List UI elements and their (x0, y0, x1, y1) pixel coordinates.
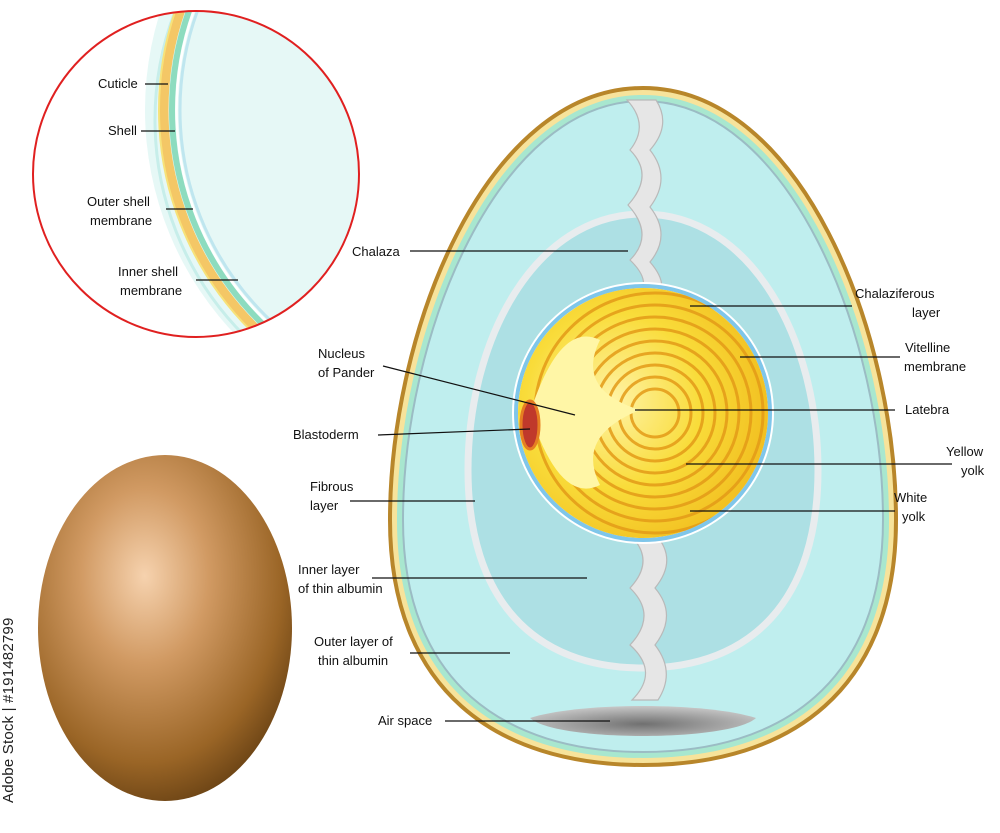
shell-detail-cuticle (158, 11, 359, 337)
air-space (530, 706, 756, 736)
label-chalaziferous-1: Chalaziferous (855, 286, 935, 301)
label-inner-shell-membrane-1: Inner shell (118, 264, 178, 279)
label-chalaziferous-2: layer (912, 305, 941, 320)
label-vitelline-1: Vitelline (905, 340, 950, 355)
label-cuticle: Cuticle (98, 76, 138, 91)
labels: Cuticle Shell Outer shell membrane Inner… (87, 76, 985, 728)
label-fibrous-2: layer (310, 498, 339, 513)
latebra (530, 336, 640, 489)
shell-detail-shell-layer (159, 11, 359, 337)
label-fibrous-1: Fibrous (310, 479, 354, 494)
label-white-yolk-1: White (894, 490, 927, 505)
stock-id-watermark: Adobe Stock | #191482799 (0, 617, 17, 803)
whole-brown-egg (38, 455, 292, 801)
vitelline-membrane (514, 284, 772, 542)
label-inner-thin-albumin-1: Inner layer (298, 562, 360, 577)
label-white-yolk-2: yolk (902, 509, 926, 524)
label-yellow-yolk-2: yolk (961, 463, 985, 478)
label-air-space: Air space (378, 713, 432, 728)
label-outer-shell-membrane-2: membrane (90, 213, 152, 228)
label-nucleus-of-pander-1: Nucleus (318, 346, 365, 361)
blastoderm (519, 399, 541, 451)
leader-lines (141, 83, 952, 722)
shell-detail-inner-membrane (175, 11, 359, 337)
label-yellow-yolk-1: Yellow (946, 444, 984, 459)
label-shell: Shell (108, 123, 137, 138)
egg-cross-section (387, 85, 899, 768)
label-outer-thin-albumin-1: Outer layer of (314, 634, 393, 649)
shell-detail-border (32, 10, 360, 338)
label-nucleus-of-pander-2: of Pander (318, 365, 375, 380)
label-chalaza: Chalaza (352, 244, 400, 259)
label-outer-thin-albumin-2: thin albumin (318, 653, 388, 668)
label-vitelline-2: membrane (904, 359, 966, 374)
label-latebra: Latebra (905, 402, 950, 417)
label-blastoderm: Blastoderm (293, 427, 359, 442)
shell-detail-outer-membrane (169, 11, 359, 337)
shell-detail-circle (32, 10, 360, 338)
label-inner-thin-albumin-2: of thin albumin (298, 581, 383, 596)
label-inner-shell-membrane-2: membrane (120, 283, 182, 298)
label-outer-shell-membrane-1: Outer shell (87, 194, 150, 209)
